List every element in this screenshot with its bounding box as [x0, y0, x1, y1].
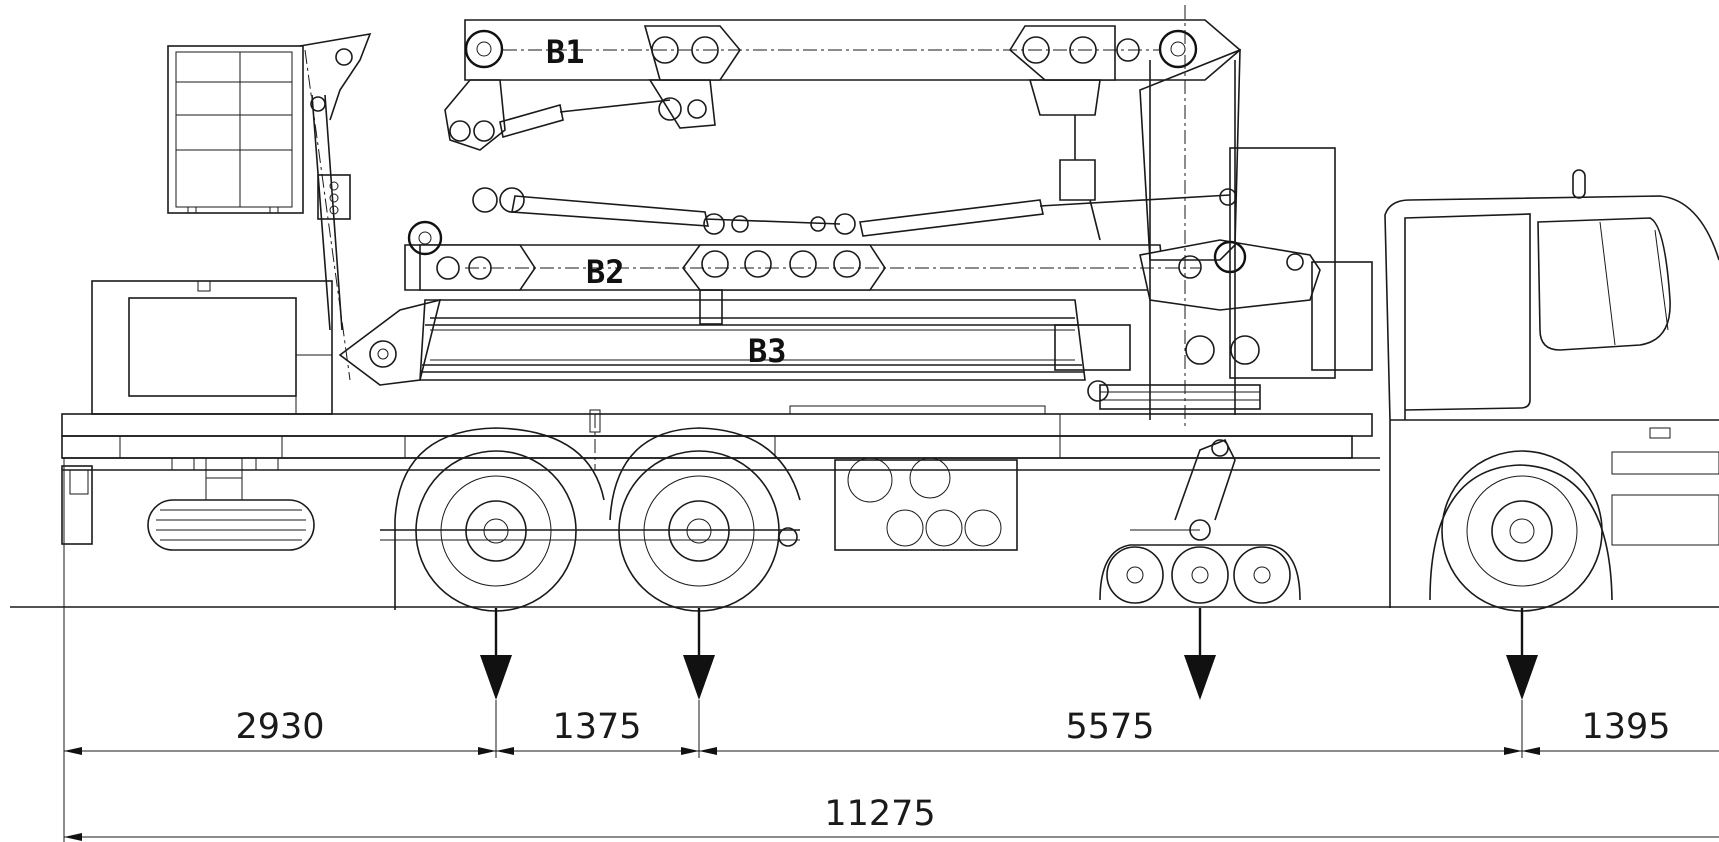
boom-b3-label: B3: [748, 332, 787, 370]
rear-control-box: [91, 280, 333, 415]
rear-axle-1-wheel: [394, 427, 605, 612]
axle-load-arrows: [480, 608, 1538, 700]
spare-tire: [147, 457, 315, 551]
boom-b2-label: B2: [586, 253, 625, 291]
hydraulic-cylinders: [449, 97, 1237, 241]
chassis-frame: [61, 405, 1380, 545]
rear-axle-2-wheel: [609, 427, 801, 612]
truck-cab: [1384, 169, 1719, 608]
platform-basket: [167, 45, 304, 214]
dimension-lines: [63, 458, 1719, 842]
dimension-label: 1375: [552, 707, 641, 747]
front-wheel: [1441, 450, 1603, 612]
platform-arm: [299, 32, 372, 381]
fuel-tank: [834, 457, 1018, 551]
track-bogie: [1099, 438, 1301, 604]
dimension-label: 2930: [235, 707, 324, 747]
total-dimension-label: 11275: [824, 794, 935, 834]
boom-b1: [444, 5, 1242, 430]
dimension-label: 5575: [1065, 707, 1154, 747]
boom-b1-label: B1: [546, 33, 585, 71]
boom-b3: [338, 298, 1261, 410]
turret-frame: [1087, 60, 1373, 420]
dimension-label: 1395: [1581, 707, 1670, 747]
